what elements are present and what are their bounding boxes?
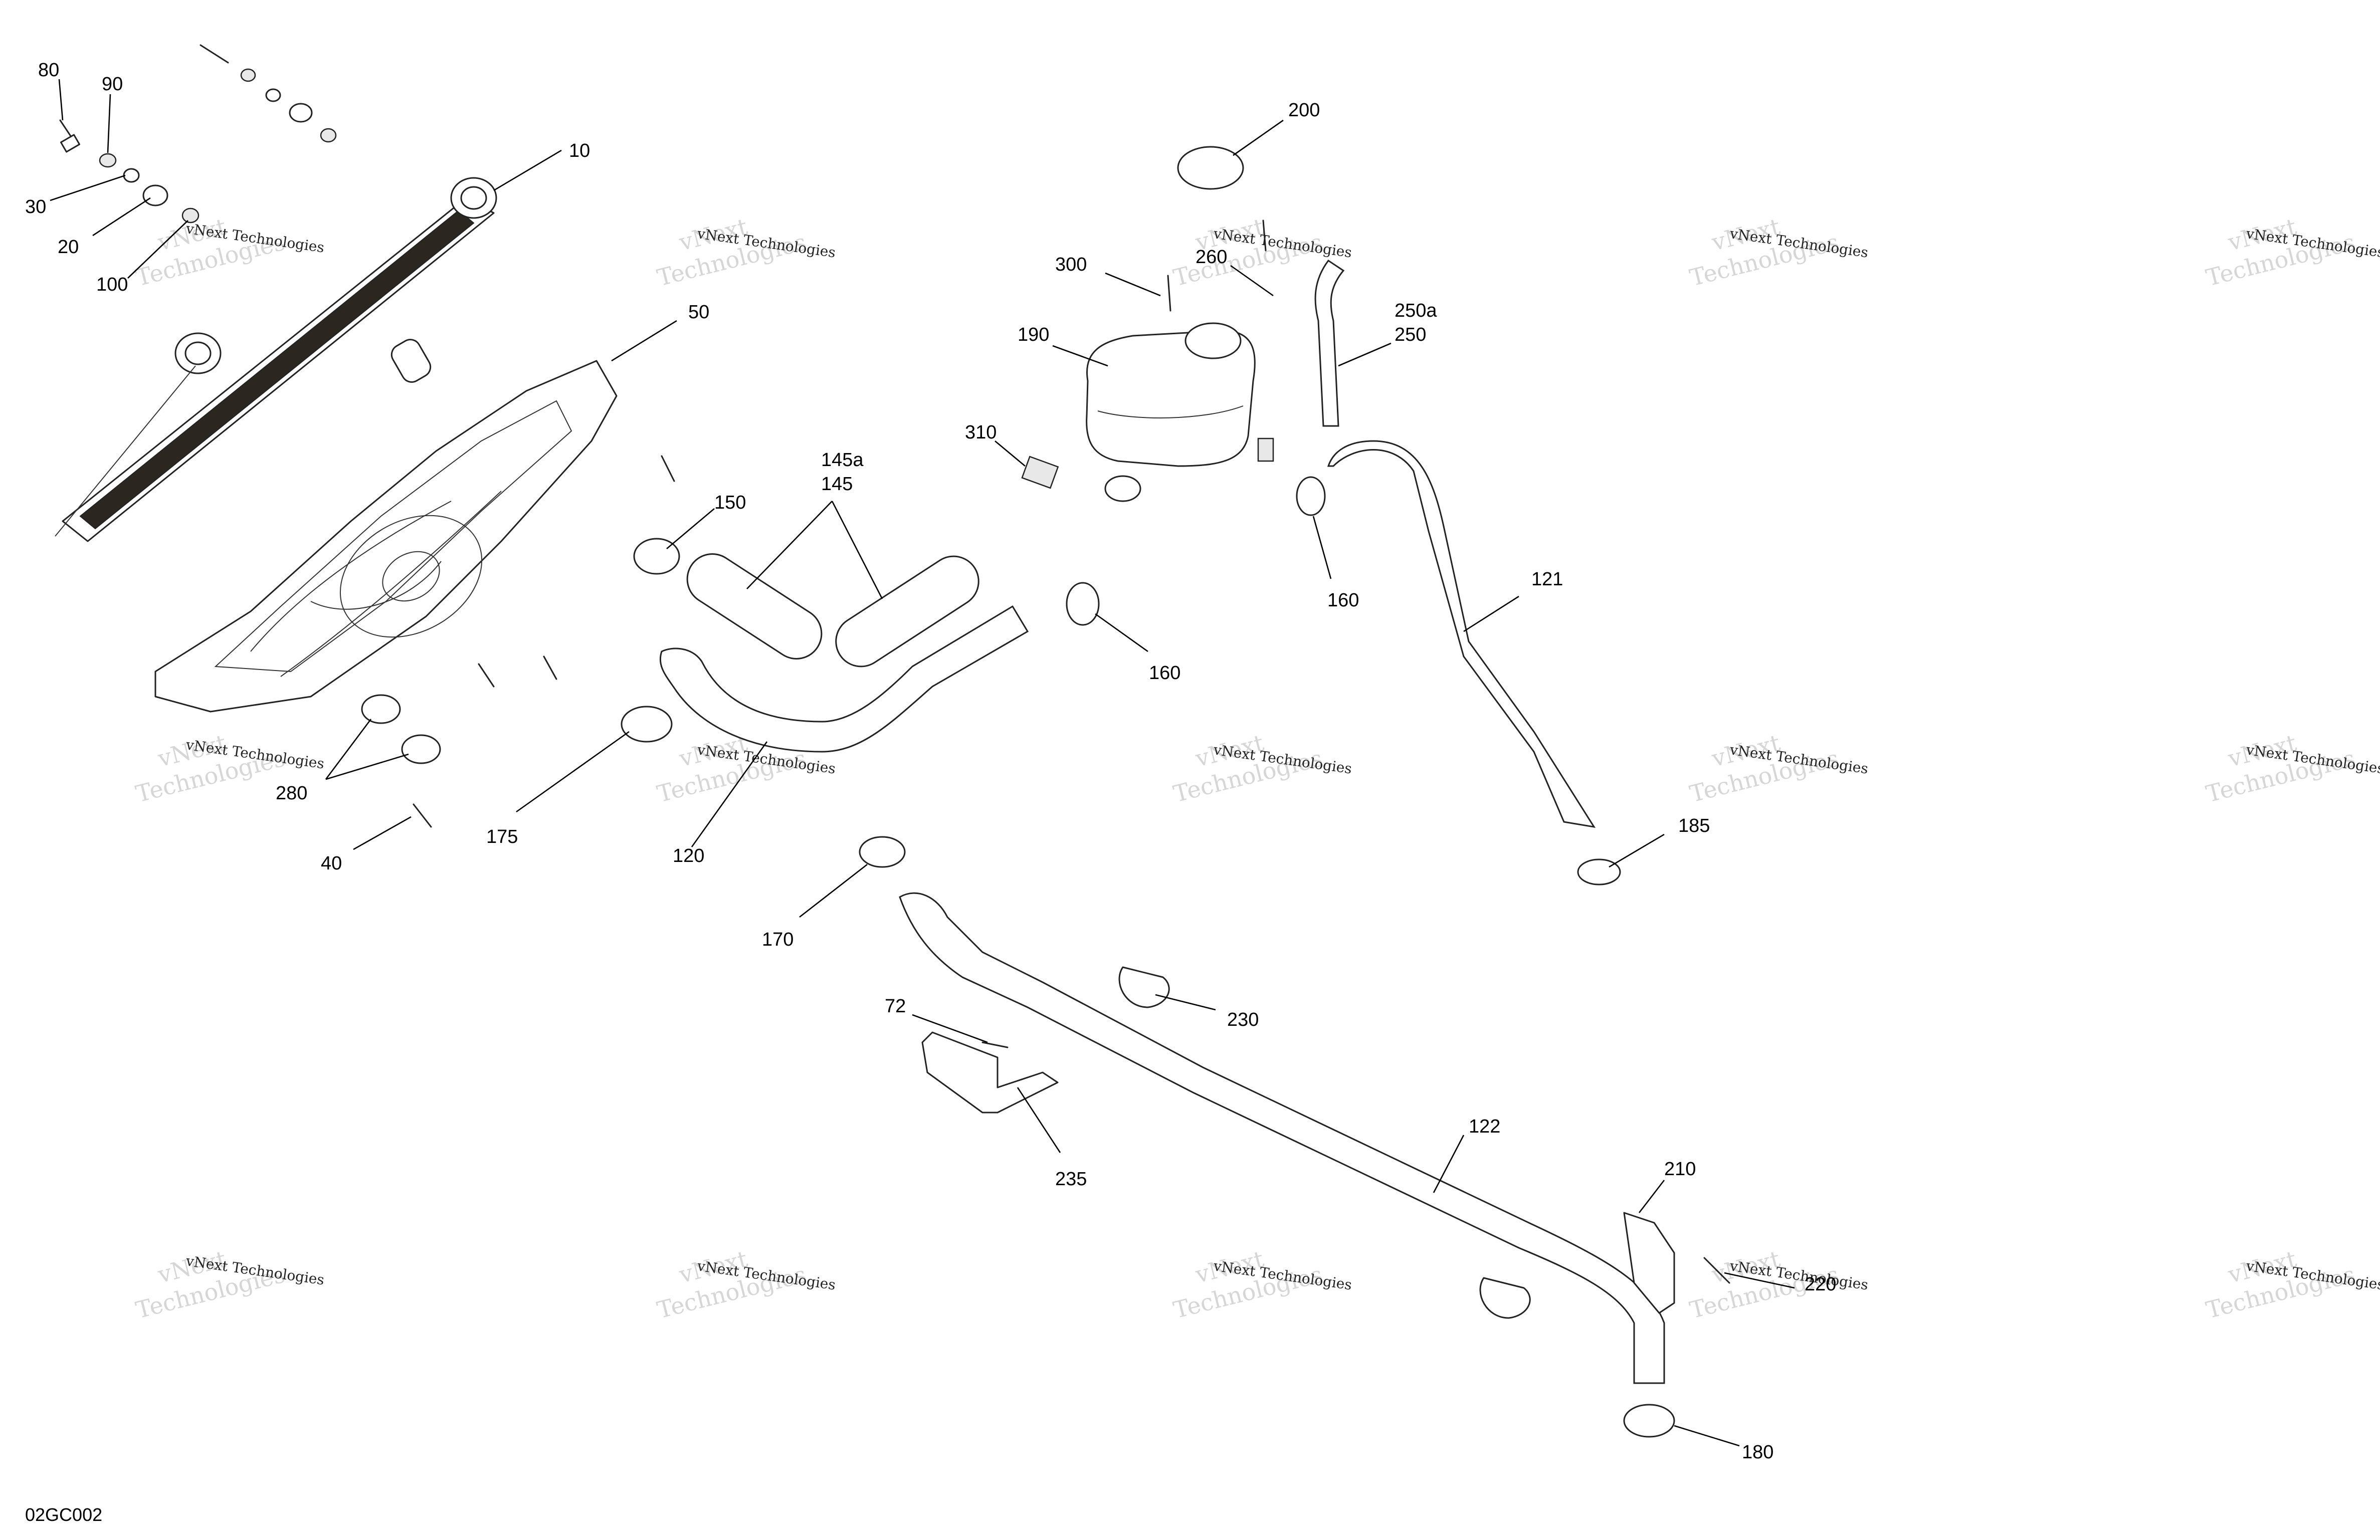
watermark: vNext Technologies vNext Technologies bbox=[1687, 729, 1869, 808]
bracket-235 bbox=[921, 1031, 1059, 1114]
callout-20: 20 bbox=[58, 237, 79, 258]
clamp-230 bbox=[1118, 966, 1170, 1008]
callout-10: 10 bbox=[569, 140, 590, 161]
clip-310 bbox=[1021, 456, 1059, 489]
lower-hose-group bbox=[859, 836, 1730, 1438]
bracket-210 bbox=[1623, 1212, 1675, 1314]
clamp-175 bbox=[621, 706, 673, 743]
overflow-hose-250 bbox=[1314, 259, 1345, 427]
grommet-20 bbox=[142, 184, 168, 206]
clamp-mid bbox=[1479, 1277, 1531, 1319]
callout-260: 260 bbox=[1196, 247, 1227, 268]
watermark: vNext Technologies vNext Technologies bbox=[2203, 1245, 2380, 1324]
callout-220: 220 bbox=[1805, 1274, 1836, 1295]
clamp-180 bbox=[1623, 1404, 1675, 1438]
radiator-hardware bbox=[59, 44, 337, 224]
hose-145a bbox=[835, 555, 979, 668]
watermark: vNext Technologies vNext Technologies bbox=[1687, 1245, 1869, 1324]
callout-90: 90 bbox=[102, 74, 123, 95]
spacer-30 bbox=[123, 168, 140, 183]
callout-145a: 145a bbox=[821, 450, 864, 471]
bolt-40 bbox=[413, 803, 432, 828]
callout-160-right: 160 bbox=[1327, 590, 1359, 611]
watermark: vNext Technologies vNext Technologies bbox=[133, 1245, 325, 1324]
clip-small-right bbox=[1257, 437, 1274, 462]
callout-230: 230 bbox=[1227, 1009, 1259, 1030]
nut-100 bbox=[181, 207, 200, 224]
shroud-hardware bbox=[361, 455, 675, 828]
callout-235: 235 bbox=[1055, 1169, 1087, 1190]
callout-150: 150 bbox=[714, 492, 746, 513]
fan-shroud bbox=[154, 360, 618, 713]
callout-300: 300 bbox=[1055, 254, 1087, 275]
grommet-280a bbox=[361, 694, 401, 724]
grommet-280b bbox=[401, 734, 441, 764]
callout-50: 50 bbox=[688, 302, 709, 323]
callout-310: 310 bbox=[965, 422, 997, 443]
callout-180: 180 bbox=[1742, 1442, 1773, 1463]
bolt-300 bbox=[1167, 275, 1171, 312]
callout-40: 40 bbox=[321, 853, 342, 874]
watermark: vNext Technologies vNext Technologies bbox=[654, 213, 837, 292]
watermark: vNext Technologies vNext Technologies bbox=[1170, 1245, 1353, 1324]
callout-280: 280 bbox=[276, 783, 307, 804]
callout-120: 120 bbox=[673, 845, 704, 866]
callout-210: 210 bbox=[1664, 1159, 1696, 1180]
bolt-220 bbox=[1703, 1257, 1730, 1284]
ring-160-left bbox=[1066, 582, 1100, 626]
cap-200 bbox=[1177, 146, 1244, 190]
hose-121-group bbox=[1296, 440, 1621, 886]
coolant-reservoir-group bbox=[1021, 146, 1345, 502]
hose-122 bbox=[899, 892, 1665, 1384]
bolt-set-top bbox=[200, 44, 337, 143]
upper-hoses bbox=[621, 538, 1100, 753]
callout-200: 200 bbox=[1288, 100, 1320, 121]
watermark-layer: vNext Technologies vNext Technologies vN… bbox=[133, 213, 2380, 1324]
callout-80: 80 bbox=[38, 60, 59, 81]
diagram-id: 02GC002 bbox=[25, 1504, 102, 1525]
callout-121: 121 bbox=[1531, 569, 1563, 590]
washer-90 bbox=[99, 153, 117, 168]
callout-72: 72 bbox=[885, 996, 906, 1017]
clamp-170 bbox=[859, 836, 906, 868]
callout-175: 175 bbox=[486, 826, 518, 847]
watermark: vNext Technologies vNext Technologies bbox=[133, 213, 325, 292]
hose-145 bbox=[686, 553, 823, 659]
watermark: vNext Technologies vNext Technologies bbox=[1170, 729, 1353, 808]
hose-121 bbox=[1327, 440, 1596, 828]
hose-120 bbox=[659, 605, 1029, 753]
bolt-72 bbox=[981, 1041, 1009, 1048]
watermark: vNext Technologies vNext Technologies bbox=[1687, 213, 1869, 292]
clamp-185 bbox=[1577, 858, 1621, 886]
callout-122: 122 bbox=[1469, 1116, 1500, 1137]
callout-190: 190 bbox=[1018, 324, 1049, 345]
radiator bbox=[55, 177, 497, 542]
callout-30: 30 bbox=[25, 196, 46, 217]
callout-170: 170 bbox=[762, 929, 794, 950]
bolt-80 bbox=[59, 119, 80, 153]
reservoir-190 bbox=[1086, 322, 1256, 502]
bolt-260 bbox=[1262, 219, 1267, 252]
watermark: vNext Technologies vNext Technologies bbox=[2203, 729, 2380, 808]
callout-100: 100 bbox=[96, 274, 128, 295]
watermark: vNext Technologies vNext Technologies bbox=[654, 1245, 837, 1324]
callout-250a: 250a bbox=[1395, 300, 1437, 321]
callout-160-left: 160 bbox=[1149, 663, 1180, 684]
ring-160-right bbox=[1296, 476, 1326, 516]
callout-250: 250 bbox=[1395, 324, 1426, 345]
callout-labels: 80 90 30 20 100 10 50 150 145a 145 160 1… bbox=[25, 60, 1836, 1463]
callout-145: 145 bbox=[821, 474, 853, 495]
callout-185: 185 bbox=[1678, 815, 1710, 836]
watermark: vNext Technologies vNext Technologies bbox=[2203, 213, 2380, 292]
leader-lines bbox=[50, 79, 1795, 1447]
